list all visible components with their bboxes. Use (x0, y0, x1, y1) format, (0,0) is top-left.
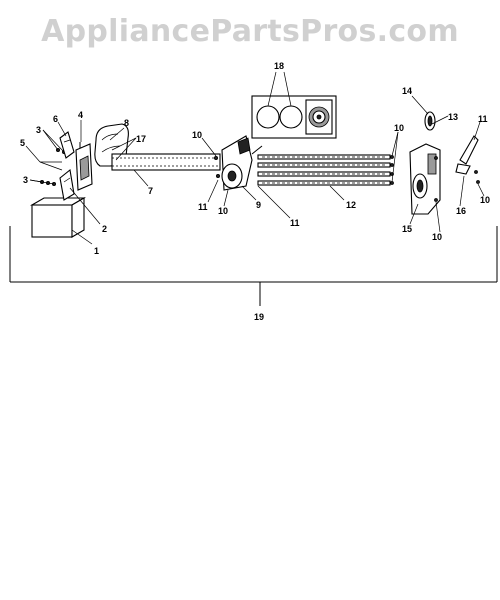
callout-3-lower: 3 (23, 175, 28, 185)
callout-8: 8 (124, 118, 129, 128)
watermark: AppliancePartsPros.com (41, 14, 459, 49)
callout-10-lever: 10 (480, 195, 490, 205)
part-5-gasket (75, 143, 93, 191)
callout-10-hub-top: 10 (192, 130, 202, 140)
part-14-knob (424, 111, 436, 131)
callout-10-rails: 10 (394, 123, 404, 133)
callout-16: 16 (456, 206, 466, 216)
callout-4: 4 (78, 110, 83, 120)
callout-5: 5 (20, 138, 25, 148)
callout-14: 14 (402, 86, 412, 96)
callout-17: 17 (136, 134, 146, 144)
callout-18: 18 (274, 61, 284, 71)
callout-19: 19 (254, 312, 264, 322)
part-18-control-panel (251, 95, 337, 139)
callout-6: 6 (53, 114, 58, 124)
callout-12: 12 (346, 200, 356, 210)
part-6-clip (59, 131, 75, 159)
part-16-lever (455, 135, 480, 184)
callout-11-hub: 11 (198, 202, 208, 212)
callout-11-rails: 11 (290, 218, 300, 228)
part-2-bracket (59, 168, 75, 201)
callout-11-lever: 11 (478, 114, 488, 124)
part-15-end-housing (409, 143, 441, 215)
callout-10-housing: 10 (432, 232, 442, 242)
callout-labels: 1 2 3 3 4 5 6 7 8 9 10 10 10 10 10 11 11… (20, 61, 490, 322)
callout-9: 9 (256, 200, 261, 210)
assembly-bracket (9, 226, 498, 306)
leader-lines (25, 71, 485, 245)
callout-13: 13 (448, 112, 458, 122)
callout-7: 7 (148, 186, 153, 196)
callout-10-hub-bottom: 10 (218, 206, 228, 216)
part-9-hub (213, 135, 253, 191)
callout-15: 15 (402, 224, 412, 234)
part-7-shaft (111, 153, 221, 171)
callout-1: 1 (94, 246, 99, 256)
part-12-rails (251, 145, 394, 186)
part-1-base (29, 197, 87, 238)
callout-2: 2 (102, 224, 107, 234)
callout-3-upper: 3 (36, 125, 41, 135)
